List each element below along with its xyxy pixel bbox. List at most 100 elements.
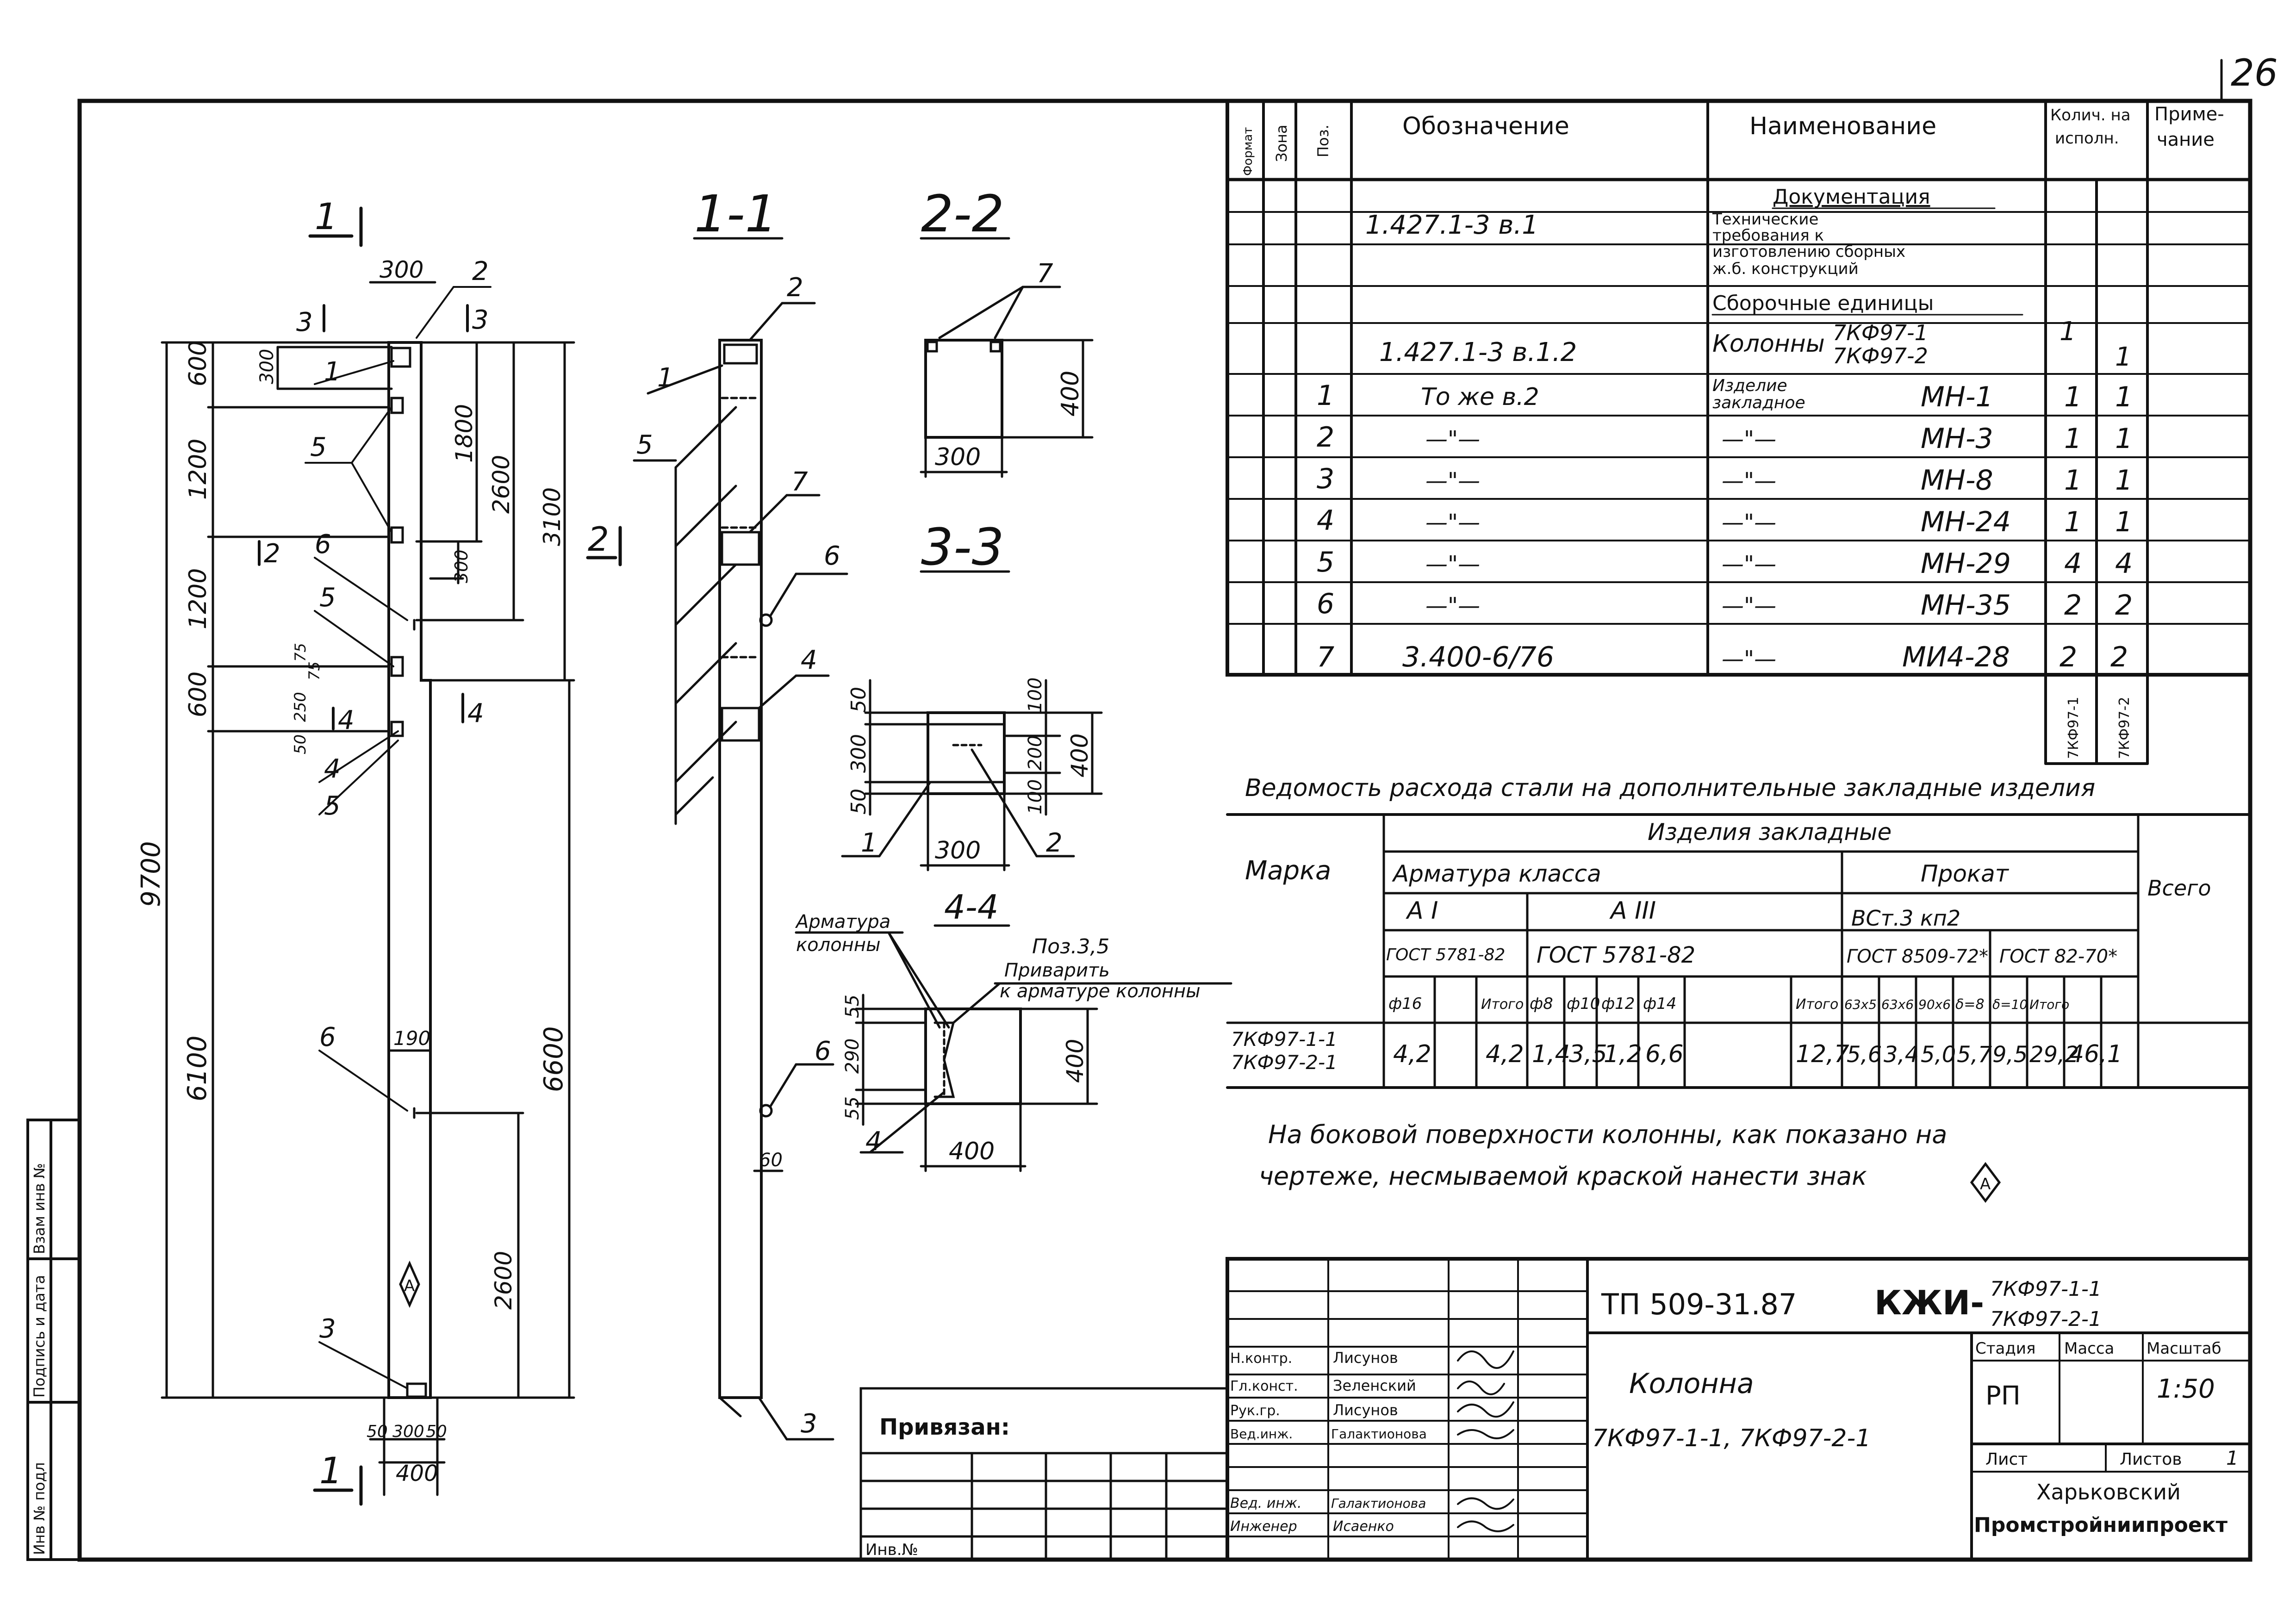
callout-5c: 5 [324, 791, 341, 821]
dim-stack-75a: 75 [292, 643, 309, 662]
steel-col-3: ф8 [1530, 995, 1553, 1013]
s11-callout-6b: 6 [815, 1036, 831, 1066]
tb-signatures [1457, 1350, 1514, 1532]
callout-5b: 5 [319, 583, 336, 613]
dim-1200-b: 1200 [184, 568, 212, 629]
tb-name-4: Галактионова [1331, 1496, 1426, 1511]
spec-row-q1: 1 [2064, 381, 2082, 413]
s11-callout-5: 5 [636, 430, 653, 460]
spec-section-units: Сборочные единицы [1712, 292, 1934, 315]
s33-dim-100b: 100 [1025, 779, 1046, 815]
steel-col-12: δ=8 [1955, 996, 1985, 1013]
spec-row-name: —"— [1722, 593, 1776, 619]
tb-org-1: Харьковский [2036, 1480, 2181, 1505]
steel-gost-82: ГОСТ 82-70* [1999, 946, 2117, 967]
spec-row-designation: —"— [1425, 426, 1480, 452]
section-1-1-title: 1-1 [694, 184, 778, 243]
tb-mass-label: Масса [2064, 1339, 2114, 1358]
s11-callout-3: 3 [801, 1409, 817, 1439]
dim-6600: 6600 [539, 1026, 569, 1092]
spec-doc-name-4: ж.б. конструкций [1712, 260, 1859, 278]
spec-row-q1: 1 [2064, 506, 2082, 538]
side-stamp-cell-0: Инв № подл [31, 1462, 48, 1555]
section-mark-1-top: 1 [315, 196, 338, 238]
spec-row-q2: 1 [2115, 464, 2133, 497]
dim-300-mid: 300 [451, 549, 472, 583]
s44-dim-60: 60 [759, 1150, 783, 1171]
tb-role-4: Вед. инж. [1230, 1495, 1302, 1511]
cut-4-right: 4 [467, 698, 484, 728]
side-stamp-cell-1: Подпись и дата [31, 1275, 48, 1398]
spec-qty-mark-2: 7КФ97-2 [2116, 697, 2133, 759]
steel-val-10: 3,4 [1884, 1042, 1919, 1068]
spec-row-mark: МН-24 [1921, 506, 2011, 538]
cut-2-left: 2 [264, 539, 280, 569]
steel-col-0: ф16 [1388, 995, 1422, 1013]
dim-600-b: 600 [184, 672, 212, 717]
spec-row-pos: 3 [1317, 463, 1334, 495]
steel-col-11: 90х6 [1918, 997, 1951, 1012]
section-2-2-outline [924, 339, 1003, 439]
note-sign-letter: А [1980, 1175, 1991, 1194]
steel-val-15: 46,1 [2069, 1040, 2122, 1068]
dim-9700: 9700 [136, 841, 166, 907]
spec-unit-mark-2: 7КФ97-2 [1833, 343, 1928, 368]
spec-header-note-1: Приме- [2154, 104, 2224, 125]
tb-scale: 1:50 [2157, 1374, 2215, 1404]
spec-row: 4 —"— —"— МН-24 1 1 [1317, 504, 2133, 538]
steel-val-8: 12,7 [1796, 1040, 1849, 1068]
pos-note: Поз.3,5 [1032, 935, 1109, 958]
steel-val-4: 3,5 [1569, 1040, 1607, 1068]
spec-row-mark: МН-3 [1921, 423, 1993, 455]
dim-2600-top: 2600 [488, 455, 515, 514]
spec-row-name: —"— [1722, 646, 1776, 672]
callout-6a: 6 [315, 529, 331, 560]
steel-val-9: 5,6 [1847, 1042, 1882, 1068]
tb-org-2: Промстройниипроект [1974, 1513, 2228, 1537]
tb-name-2: Лисунов [1333, 1401, 1398, 1419]
spec-row-designation: —"— [1425, 593, 1480, 619]
spec-row-q1: 1 [2064, 464, 2082, 497]
spec-doc-designation: 1.427.1-3 в.1 [1365, 210, 1538, 240]
dim-6100: 6100 [182, 1035, 212, 1101]
spec-row-pos: 5 [1317, 546, 1334, 578]
spec-row-pos: 6 [1317, 588, 1334, 620]
spec-row-pos: 2 [1317, 421, 1334, 454]
steel-vsego: Всего [2147, 876, 2211, 901]
spec-row-q1: 2 [2064, 589, 2082, 622]
s11-callout-2: 2 [787, 273, 803, 303]
steel-col-9: 63х5 [1844, 997, 1877, 1012]
spec-row: 6 —"— —"— МН-35 2 2 [1317, 588, 2133, 622]
section-4-4: 4-4 Арматура колонны Поз.3,5 Приварить к… [753, 888, 1232, 1172]
spec-header-pos: Поз. [1314, 124, 1332, 157]
spec-row-q1: 4 [2064, 547, 2082, 580]
plate-3 [406, 1382, 427, 1398]
spec-header-designation: Обозначение [1402, 112, 1569, 140]
tb-mark-1: 7КФ97-1-1 [1990, 1277, 2102, 1301]
tb-name-3: Галактионова [1331, 1426, 1427, 1442]
section-4-4-outline [924, 1007, 1022, 1105]
sign-a-diamond [399, 1260, 420, 1308]
s11-callout-7: 7 [791, 467, 808, 497]
spec-row-mark: МИ4-28 [1902, 641, 2010, 673]
spec-qty-mark-1: 7КФ97-1 [2066, 697, 2082, 759]
tb-subtitle: 7КФ97-1-1, 7КФ97-2-1 [1592, 1424, 1871, 1452]
steel-mark-1: 7КФ97-1-1 [1231, 1028, 1338, 1051]
spec-row-q2: 2 [2110, 641, 2128, 673]
note-sign-diamond [1970, 1162, 2001, 1203]
s22-dim-400: 400 [1057, 371, 1084, 417]
steel-mark-2: 7КФ97-2-1 [1231, 1051, 1338, 1074]
tb-name-5: Исаенко [1333, 1518, 1394, 1535]
s33-dim-300: 300 [847, 734, 871, 773]
callout-5a: 5 [310, 432, 327, 462]
weld-note-1: Приварить [1004, 960, 1110, 981]
steel-val-3: 1,4 [1532, 1040, 1570, 1068]
steel-table: Ведомость расхода стали на дополнительны… [1226, 774, 2252, 1089]
spec-header-name: Наименование [1749, 112, 1936, 140]
section-mark-1-bottom: 1 [319, 1450, 342, 1492]
spec-unit-mark-1: 7КФ97-1 [1833, 320, 1928, 345]
spec-row-name-2: закладное [1712, 393, 1805, 412]
dim-1200-a: 1200 [184, 439, 212, 500]
spec-row-name: —"— [1722, 551, 1776, 577]
spec-row-mark: МН-8 [1921, 464, 1993, 497]
